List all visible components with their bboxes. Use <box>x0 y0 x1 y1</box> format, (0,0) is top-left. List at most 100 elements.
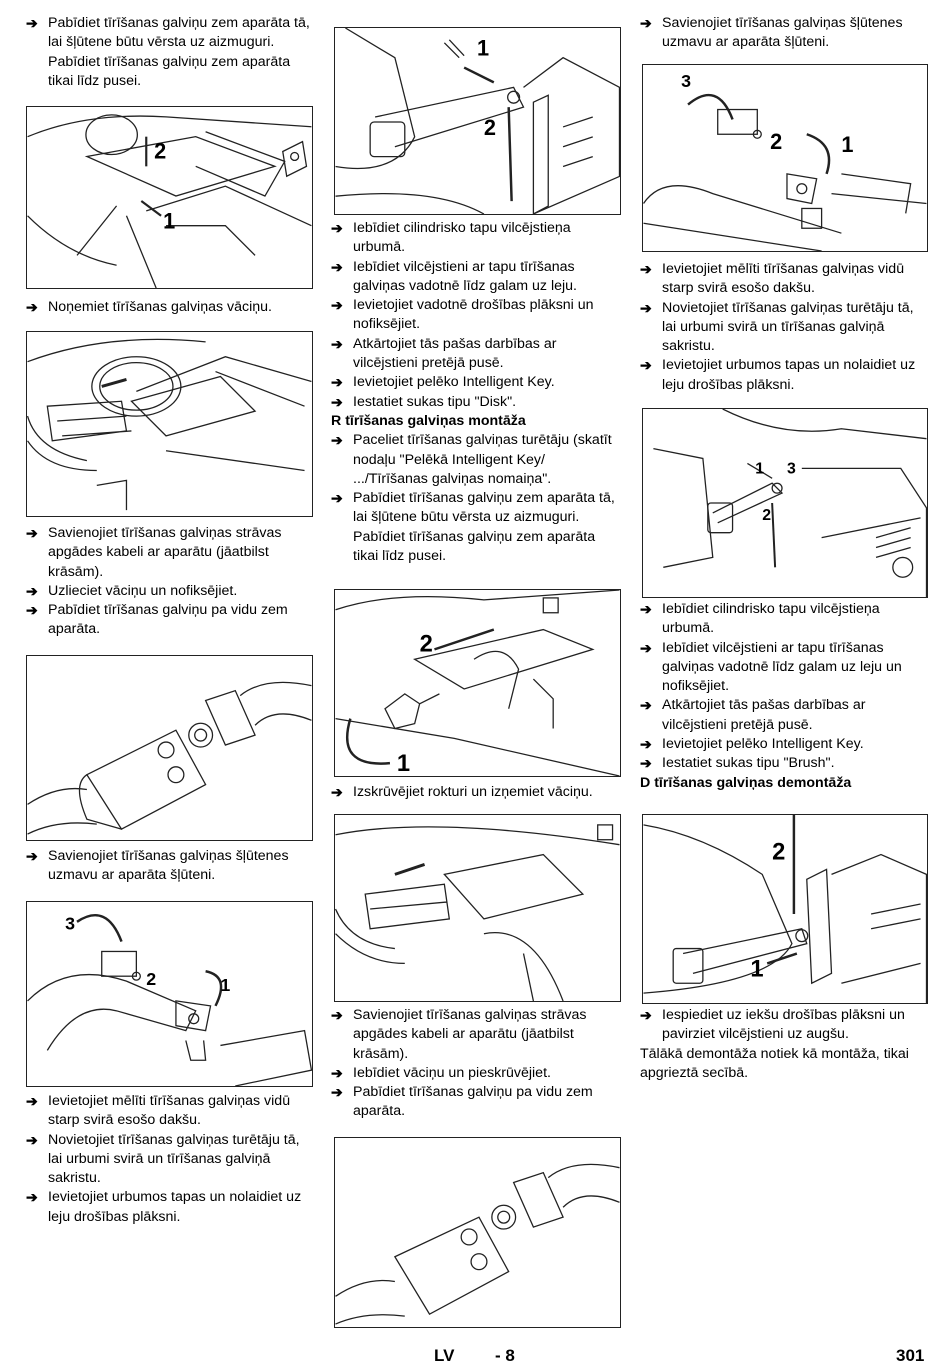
footer-section-page: - 8 <box>495 1346 515 1365</box>
figure-lift-rod: 2 1 <box>642 814 928 1004</box>
arrow-right-icon: ➔ <box>26 582 38 599</box>
arrow-right-icon: ➔ <box>640 299 652 316</box>
c1-steps-1: ➔Pabīdiet tīrīšanas galviņu zem aparāta … <box>26 14 316 91</box>
figure-cover-lift: 2 1 <box>26 106 313 289</box>
arrow-right-icon: ➔ <box>331 490 343 507</box>
arrow-right-icon: ➔ <box>331 393 343 410</box>
arrow-right-icon: ➔ <box>331 1084 343 1101</box>
callout-label: 3 <box>681 71 691 91</box>
figure-hose-coupling <box>26 655 313 841</box>
callout-label: 1 <box>163 209 175 234</box>
figure-connect-power <box>334 814 621 1002</box>
step-item: ➔Iebīdiet vilcējstieni ar tapu tīrīšanas… <box>331 258 577 294</box>
arrow-right-icon: ➔ <box>640 639 652 656</box>
step-item: ➔Iestatiet sukas tipu "Brush". <box>640 754 930 773</box>
figure-fork-tongue-2: 3 2 1 <box>642 64 928 252</box>
footer-page-number: 301 <box>896 1346 925 1365</box>
callout-label: 1 <box>220 975 230 995</box>
arrow-right-icon: ➔ <box>640 755 652 772</box>
arrow-right-icon: ➔ <box>26 848 38 864</box>
step-item: ➔Iebīdiet vāciņu un pieskrūvējiet. <box>331 1064 621 1083</box>
c1-steps-5: ➔Ievietojiet mēlīti tīrīšanas galviņas v… <box>26 1092 316 1227</box>
step-item: ➔Ievietojiet pelēko Intelligent Key. <box>331 373 621 392</box>
step-item: ➔Ievietojiet urbumos tapas un nolaidiet … <box>640 357 916 393</box>
step-item: ➔Pabīdiet tīrīšanas galviņu zem aparāta … <box>331 490 615 565</box>
callout-label: 1 <box>750 956 763 982</box>
arrow-right-icon: ➔ <box>331 297 343 314</box>
figure-unscrew-knob: 2 1 <box>334 589 621 777</box>
arrow-right-icon: ➔ <box>331 1064 343 1081</box>
arrow-right-icon: ➔ <box>26 1131 38 1148</box>
callout-label: 2 <box>420 631 433 657</box>
callout-label: 2 <box>146 969 156 989</box>
arrow-right-icon: ➔ <box>640 736 652 753</box>
arrow-right-icon: ➔ <box>640 15 652 31</box>
arrow-right-icon: ➔ <box>331 784 343 800</box>
step-item: ➔Savienojiet tīrīšanas galviņas strāvas … <box>26 525 282 580</box>
callout-label: 2 <box>772 840 785 866</box>
c3-steps-3: ➔Iebīdiet cilindrisko tapu vilcējstieņa … <box>640 600 930 793</box>
step-item: ➔Ievietojiet vadotnē drošības plāksni un… <box>331 297 594 333</box>
arrow-right-icon: ➔ <box>640 697 652 714</box>
step-item: ➔Iebīdiet cilindrisko tapu vilcējstieņa … <box>640 601 880 637</box>
arrow-right-icon: ➔ <box>331 335 343 352</box>
section-heading: D tīrīšanas galviņas demontāža <box>640 774 852 791</box>
arrow-right-icon: ➔ <box>26 1093 38 1109</box>
callout-label: 3 <box>787 460 796 477</box>
closing-note: Tālākā demontāža notiek kā montāža, tika… <box>640 1045 909 1081</box>
arrow-right-icon: ➔ <box>26 525 38 541</box>
c3-steps-1: ➔Savienojiet tīrīšanas galviņas šļūtenes… <box>640 14 930 53</box>
step-item: ➔Pabīdiet tīrīšanas galviņu pa vidu zem … <box>331 1084 593 1120</box>
c3-steps-2: ➔Ievietojiet mēlīti tīrīšanas galviņas v… <box>640 260 930 395</box>
arrow-right-icon: ➔ <box>331 220 343 236</box>
callout-label: 1 <box>755 460 764 477</box>
step-item: ➔Savienojiet tīrīšanas galviņas šļūtenes… <box>26 848 289 884</box>
c3-steps-4: ➔Iespiediet uz iekšu drošības plāksni un… <box>640 1006 930 1083</box>
section-heading: R tīrīšanas galviņas montāža <box>331 412 526 429</box>
callout-label: 2 <box>770 129 782 154</box>
step-item: ➔Pabīdiet tīrīšanas galviņu zem aparāta … <box>26 15 310 89</box>
figure-pull-rod: 1 2 <box>334 27 621 215</box>
c1-steps-2: ➔Noņemiet tīrīšanas galviņas vāciņu. <box>26 298 316 317</box>
step-item: ➔Izskrūvējiet rokturi un izņemiet vāciņu… <box>331 783 621 802</box>
c1-steps-4: ➔Savienojiet tīrīšanas galviņas šļūtenes… <box>26 847 316 886</box>
figure-fork-tongue: 3 2 1 <box>26 901 313 1087</box>
arrow-right-icon: ➔ <box>26 602 38 619</box>
step-item: ➔Uzlieciet vāciņu un nofiksējiet. <box>26 582 316 601</box>
figure-remove-cover <box>26 331 313 517</box>
callout-label: 2 <box>762 507 771 524</box>
c2-steps-3: ➔Izskrūvējiet rokturi un izņemiet vāciņu… <box>331 783 621 802</box>
footer-language: LV <box>434 1346 455 1365</box>
callout-label: 1 <box>841 132 853 157</box>
step-item: ➔Atkārtojiet tās pašas darbības ar vilcē… <box>640 697 866 733</box>
arrow-right-icon: ➔ <box>640 357 652 374</box>
step-item: ➔Iebīdiet cilindrisko tapu vilcējstieņa … <box>331 220 571 256</box>
c2-steps-4: ➔Savienojiet tīrīšanas galviņas strāvas … <box>331 1006 621 1122</box>
step-item: ➔Ievietojiet pelēko Intelligent Key. <box>640 735 930 754</box>
arrow-right-icon: ➔ <box>26 15 38 31</box>
step-item: ➔Savienojiet tīrīšanas galviņas strāvas … <box>331 1007 587 1062</box>
figure-hose-coupling-2 <box>334 1137 621 1328</box>
step-item: ➔Ievietojiet mēlīti tīrīšanas galviņas v… <box>640 261 905 297</box>
step-item: ➔Savienojiet tīrīšanas galviņas šļūtenes… <box>640 15 903 51</box>
c1-steps-3: ➔Savienojiet tīrīšanas galviņas strāvas … <box>26 524 316 640</box>
step-item: ➔Atkārtojiet tās pašas darbības ar vilcē… <box>331 335 557 372</box>
arrow-right-icon: ➔ <box>640 601 652 617</box>
figure-pull-rod-2: 1 3 2 <box>642 408 928 598</box>
step-item: ➔Iebīdiet vilcējstieni ar tapu tīrīšanas… <box>640 639 902 695</box>
c2-steps-1: ➔Iebīdiet cilindrisko tapu vilcējstieņa … <box>331 219 621 566</box>
arrow-right-icon: ➔ <box>331 258 343 275</box>
step-item: ➔Ievietojiet mēlīti tīrīšanas galviņas v… <box>26 1093 291 1129</box>
callout-label: 1 <box>397 751 410 776</box>
arrow-right-icon: ➔ <box>26 1189 38 1206</box>
step-item: ➔Noņemiet tīrīšanas galviņas vāciņu. <box>26 298 316 317</box>
step-item: ➔Iespiediet uz iekšu drošības plāksni un… <box>640 1007 905 1043</box>
step-item: ➔Pabīdiet tīrīšanas galviņu pa vidu zem … <box>26 602 288 638</box>
step-item: ➔Novietojiet tīrīšanas galviņas turētāju… <box>26 1131 300 1187</box>
arrow-right-icon: ➔ <box>331 374 343 391</box>
step-item: ➔Iestatiet sukas tipu "Disk". <box>331 393 621 412</box>
step-item: ➔Paceliet tīrīšanas galviņas turētāju (s… <box>331 432 612 487</box>
arrow-right-icon: ➔ <box>640 261 652 277</box>
step-item: ➔Ievietojiet urbumos tapas un nolaidiet … <box>26 1189 302 1225</box>
arrow-right-icon: ➔ <box>640 1007 652 1023</box>
